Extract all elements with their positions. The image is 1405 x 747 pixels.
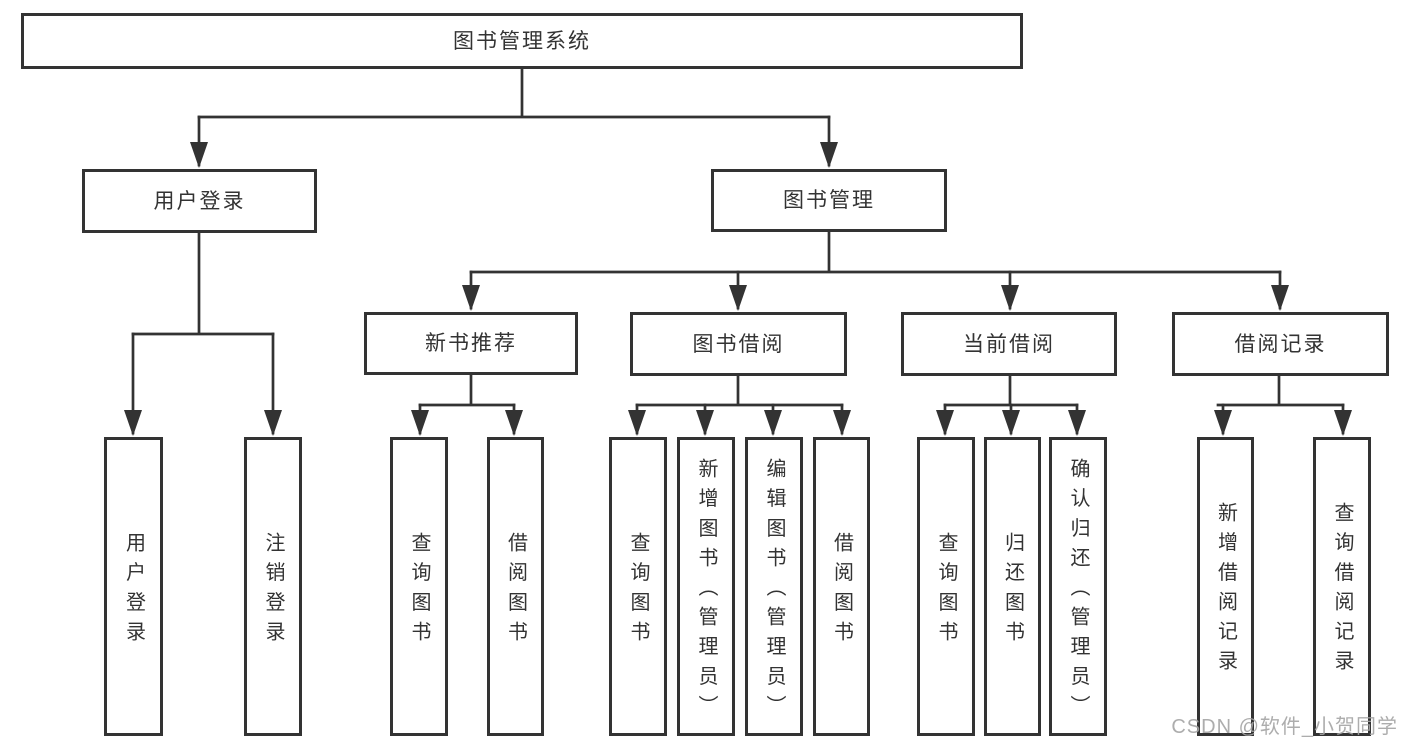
leaf-label: 新增借阅记录 [1214, 502, 1237, 681]
leaf-logout: 注销登录 [244, 437, 302, 736]
node-user-login: 用户登录 [82, 169, 317, 233]
leaf-label: 归还图书 [1001, 532, 1024, 651]
node-label: 用户登录 [153, 189, 246, 213]
leaf-label: 新增图书（管理员） [695, 458, 717, 725]
leaf-query-books-3: 查询图书 [917, 437, 975, 736]
node-book-management: 图书管理 [711, 169, 947, 232]
leaf-add-borrow-record: 新增借阅记录 [1197, 437, 1254, 736]
leaf-label: 确认归还（管理员） [1067, 458, 1089, 725]
leaf-query-books-1: 查询图书 [390, 437, 448, 736]
leaf-label: 查询借阅记录 [1331, 502, 1353, 681]
node-label: 新书推荐 [425, 332, 517, 355]
csdn-watermark: CSDN @软件_小贺同学 [1171, 716, 1398, 738]
node-label: 图书管理 [783, 189, 875, 212]
leaf-query-books-2: 查询图书 [609, 437, 667, 736]
leaf-label: 借阅图书 [504, 532, 527, 651]
leaf-return-books: 归还图书 [984, 437, 1041, 736]
leaf-query-borrow-record: 查询借阅记录 [1313, 437, 1371, 736]
leaf-label: 用户登录 [122, 532, 145, 651]
leaf-user-login: 用户登录 [104, 437, 163, 736]
leaf-borrow-books-2: 借阅图书 [813, 437, 870, 736]
leaf-label: 查询图书 [935, 532, 957, 651]
leaf-label: 借阅图书 [830, 532, 853, 651]
node-label: 借阅记录 [1234, 332, 1327, 356]
leaf-add-books-admin: 新增图书（管理员） [677, 437, 735, 736]
leaf-label: 注销登录 [262, 532, 284, 651]
leaf-borrow-books-1: 借阅图书 [487, 437, 544, 736]
node-label: 当前借阅 [963, 332, 1055, 356]
node-label: 图书借阅 [692, 332, 785, 356]
node-current-borrowing: 当前借阅 [901, 312, 1117, 376]
node-borrowing-records: 借阅记录 [1172, 312, 1389, 376]
leaf-label: 编辑图书（管理员） [763, 458, 785, 725]
leaf-confirm-return-admin: 确认归还（管理员） [1049, 437, 1107, 736]
leaf-label: 查询图书 [408, 532, 430, 651]
node-book-borrowing: 图书借阅 [630, 312, 847, 376]
leaf-label: 查询图书 [627, 532, 649, 651]
node-new-book-recommend: 新书推荐 [364, 312, 578, 375]
node-label: 图书管理系统 [453, 29, 591, 53]
leaf-edit-books-admin: 编辑图书（管理员） [745, 437, 803, 736]
node-library-management-system: 图书管理系统 [21, 13, 1023, 69]
